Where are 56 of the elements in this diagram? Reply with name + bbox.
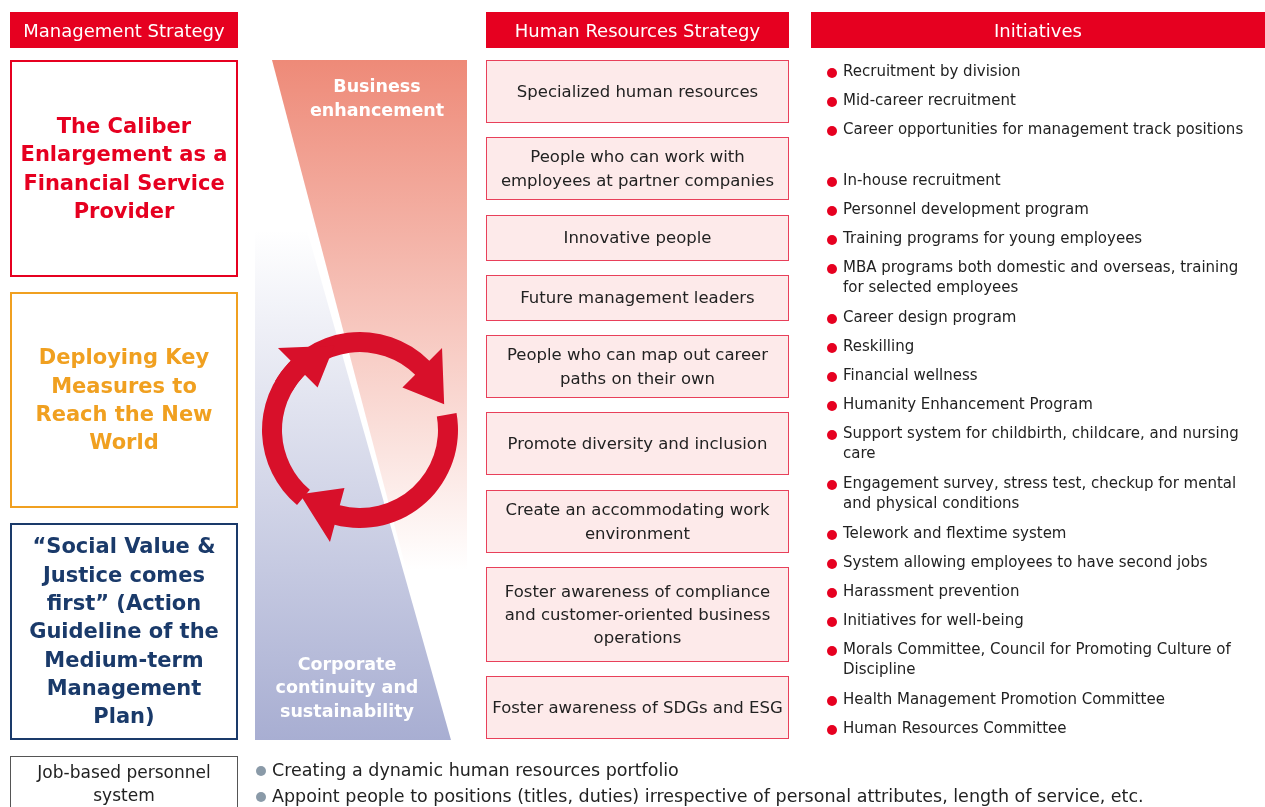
box-text: The Caliber Enlargement as a Financial Service Provider	[19, 112, 229, 225]
strategy-box	[10, 292, 238, 508]
initiative-item: Career design program	[827, 308, 1263, 328]
strategy-box	[486, 137, 789, 200]
column-header	[10, 12, 238, 48]
header-text: Initiatives	[994, 19, 1082, 41]
initiative-item: Humanity Enhancement Program	[827, 395, 1263, 415]
header-text: Management Strategy	[23, 19, 225, 41]
strategy-box	[10, 523, 238, 740]
box-text: Innovative people	[563, 227, 712, 250]
initiative-item: Mid-career recruitment	[827, 91, 1263, 111]
initiative-item: Morals Committee, Council for Promoting Culture of Discipline	[827, 640, 1263, 679]
strategy-box	[486, 335, 789, 398]
initiative-item: Initiatives for well-being	[827, 611, 1263, 631]
strategy-box	[486, 412, 789, 475]
strategy-box	[10, 756, 238, 807]
initiative-item: Telework and flextime system	[827, 524, 1263, 544]
bullet-item: Appoint people to positions (titles, duties) irrespective of personal attributes, length of service, etc.	[256, 785, 1261, 807]
band-label: Corporate continuity and sustainability	[262, 650, 432, 726]
initiative-item: Career opportunities for management track positions	[827, 120, 1263, 140]
strategy-box	[486, 215, 789, 261]
band-label: Business enhancement	[292, 72, 462, 126]
box-text: Job-based personnel system	[35, 761, 212, 807]
strategy-box	[486, 60, 789, 123]
initiative-item: Recruitment by division	[827, 62, 1263, 82]
box-text: Foster awareness of SDGs and ESG	[492, 696, 783, 719]
initiative-item: System allowing employees to have second jobs	[827, 553, 1263, 573]
box-text: Create an accommodating work environment	[504, 499, 771, 545]
initiative-item: Human Resources Committee	[827, 719, 1263, 739]
initiative-item: Harassment prevention	[827, 582, 1263, 602]
box-text: Deploying Key Measures to Reach the New World	[34, 344, 214, 457]
box-text: Specialized human resources	[516, 80, 759, 103]
box-text: “Social Value & Justice comes first” (Action Guideline of the Medium-term Management Plan)	[28, 533, 220, 731]
strategy-box	[486, 567, 789, 662]
initiative-item: Personnel development program	[827, 200, 1263, 220]
strategy-box	[486, 490, 789, 553]
initiative-item: MBA programs both domestic and overseas, training for selected employees	[827, 258, 1263, 297]
initiative-item: Reskilling	[827, 337, 1263, 357]
header-text: Human Resources Strategy	[514, 19, 761, 41]
initiative-item: Training programs for young employees	[827, 229, 1263, 249]
column-header	[486, 12, 789, 48]
box-text: Foster awareness of compliance and customer-oriented business operations	[503, 580, 772, 650]
box-text: Promote diversity and inclusion	[507, 432, 768, 455]
strategy-box	[10, 60, 238, 277]
initiative-item: Support system for childbirth, childcare, and nursing care	[827, 424, 1263, 463]
strategy-box	[486, 676, 789, 739]
box-text: Future management leaders	[520, 287, 755, 310]
box-text: People who can work with employees at partner companies	[499, 146, 776, 192]
initiative-item: Engagement survey, stress test, checkup for mental and physical conditions	[827, 474, 1263, 513]
column-header	[811, 12, 1265, 48]
box-text: People who can map out career paths on their own	[505, 344, 770, 390]
bullet-item: Creating a dynamic human resources portfolio	[256, 759, 1261, 782]
initiative-item: Health Management Promotion Committee	[827, 690, 1263, 710]
initiative-item: Financial wellness	[827, 366, 1263, 386]
strategy-box	[486, 275, 789, 321]
initiative-item: In-house recruitment	[827, 171, 1263, 191]
